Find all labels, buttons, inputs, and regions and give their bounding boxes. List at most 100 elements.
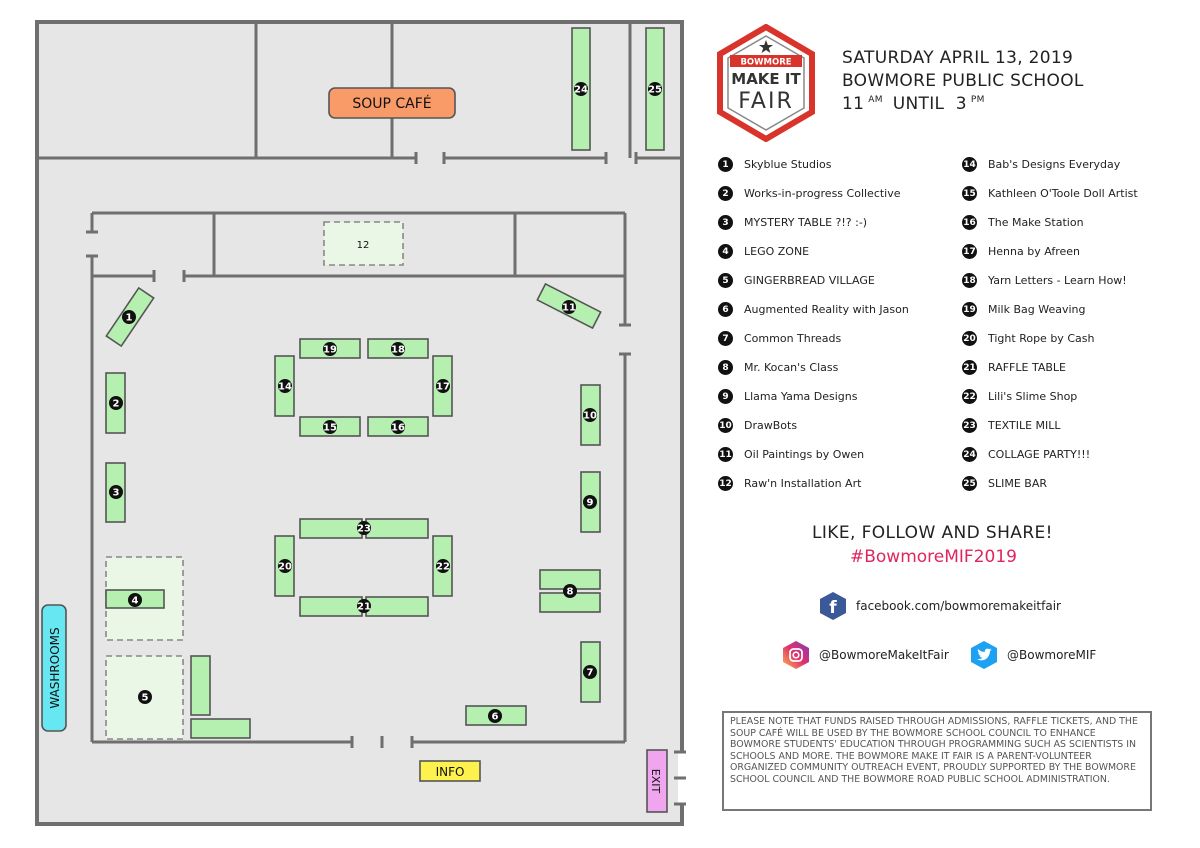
svg-text:14: 14 [278, 382, 292, 393]
badge-24: 24 [574, 82, 588, 96]
legend-name: Yarn Letters - Learn How! [988, 274, 1127, 287]
badge-2: 2 [109, 396, 123, 410]
time-start-suffix: AM [868, 95, 883, 105]
zone-12 [323, 221, 404, 266]
badge-9: 9 [583, 495, 597, 509]
legend-num: 6 [718, 302, 733, 317]
social-heading: LIKE, FOLLOW AND SHARE! [812, 523, 1053, 543]
table-5b[interactable] [190, 718, 251, 739]
logo-mid-text: MAKE IT [731, 70, 801, 88]
legend-item-6: 6 Augmented Reality with Jason [718, 302, 909, 317]
legend-num: 23 [962, 418, 977, 433]
legend-name: Tight Rope by Cash [988, 332, 1095, 345]
legend-num: 21 [962, 360, 977, 375]
legend-num: 1 [718, 157, 733, 172]
table-23b[interactable] [365, 518, 429, 539]
legend-name: Llama Yama Designs [744, 390, 858, 403]
badge-16: 16 [391, 420, 405, 434]
legend-num: 8 [718, 360, 733, 375]
table-5a[interactable] [190, 655, 211, 716]
badge-19: 19 [323, 342, 337, 356]
legend-num: 20 [962, 331, 977, 346]
svg-text:18: 18 [391, 345, 405, 356]
floor-plan: SOUP CAFÉ WASHROOMS INFO EXIT [35, 20, 686, 826]
table-21a[interactable] [299, 596, 363, 617]
legend-name: GINGERBREAD VILLAGE [744, 274, 875, 287]
legend-num: 9 [718, 389, 733, 404]
badge-17: 17 [436, 379, 450, 393]
event-hashtag[interactable]: #BowmoreMIF2019 [850, 547, 1017, 567]
svg-text:f: f [829, 598, 837, 618]
badge-8: 8 [563, 584, 577, 598]
svg-text:10: 10 [583, 411, 597, 422]
legend-name: Oil Paintings by Owen [744, 448, 865, 461]
svg-text:24: 24 [574, 85, 588, 96]
legend-num: 2 [718, 186, 733, 201]
info-label: INFO [436, 765, 465, 779]
legend-num: 16 [962, 215, 977, 230]
svg-text:9: 9 [587, 498, 594, 509]
badge-4: 4 [128, 593, 142, 607]
legend-num: 15 [962, 186, 977, 201]
time-until: UNTIL [892, 94, 945, 114]
badge-11: 11 [562, 300, 576, 314]
svg-text:5: 5 [142, 693, 149, 704]
facebook-icon: f [818, 591, 848, 621]
svg-text:2: 2 [113, 399, 120, 410]
facebook-handle[interactable]: facebook.com/bowmoremakeitfair [856, 599, 1061, 613]
legend-name: Raw'n Installation Art [744, 477, 862, 490]
time-end-suffix: PM [970, 95, 985, 105]
legend-name: SLIME BAR [988, 477, 1048, 490]
make-it-fair-logo: BOWMORE MAKE IT FAIR [717, 24, 815, 142]
legend-name: Kathleen O'Toole Doll Artist [988, 187, 1138, 200]
twitter-handle[interactable]: @BowmoreMIF [1007, 648, 1097, 662]
svg-text:25: 25 [648, 85, 662, 96]
badge-5: 5 [138, 690, 152, 704]
svg-text:3: 3 [113, 488, 120, 499]
svg-text:6: 6 [492, 712, 499, 723]
legend-item-5: 5 GINGERBREAD VILLAGE [718, 273, 875, 288]
legend-name: The Make Station [988, 216, 1084, 229]
legend-name: Works-in-progress Collective [744, 187, 901, 200]
logo-top-text: BOWMORE [740, 58, 791, 68]
legend-name: Lili's Slime Shop [988, 390, 1078, 403]
funds-notice: PLEASE NOTE THAT FUNDS RAISED THROUGH AD… [722, 711, 1152, 811]
svg-text:21: 21 [357, 602, 371, 613]
legend-name: Mr. Kocan's Class [744, 361, 839, 374]
instagram-handle[interactable]: @BowmoreMakeItFair [819, 648, 949, 662]
time-end: 3 [955, 94, 967, 114]
legend-name: Augmented Reality with Jason [744, 303, 909, 316]
facebook-link[interactable]: f facebook.com/bowmoremakeitfair [818, 591, 1061, 621]
legend-name: Henna by Afreen [988, 245, 1081, 258]
legend-num: 5 [718, 273, 733, 288]
legend-item-16: 16 The Make Station [962, 215, 1084, 230]
legend-num: 12 [718, 476, 733, 491]
badge-15: 15 [323, 420, 337, 434]
badge-21: 21 [357, 599, 371, 613]
logo-bottom-text: FAIR [738, 89, 793, 114]
legend-name: Common Threads [744, 332, 842, 345]
svg-text:15: 15 [323, 423, 337, 434]
event-date: SATURDAY APRIL 13, 2019 [842, 48, 1074, 68]
info-desk: INFO [419, 760, 481, 782]
table-21b[interactable] [365, 596, 429, 617]
instagram-link[interactable]: @BowmoreMakeItFair [781, 640, 949, 670]
exit-label: EXIT [649, 769, 662, 794]
svg-text:8: 8 [567, 587, 574, 598]
soup-cafe-label: SOUP CAFÉ [352, 95, 431, 112]
legend-num: 4 [718, 244, 733, 259]
instagram-icon [781, 640, 811, 670]
legend-num: 7 [718, 331, 733, 346]
table-23a[interactable] [299, 518, 363, 539]
twitter-link[interactable]: @BowmoreMIF [969, 640, 1096, 670]
legend-item-8: 8 Mr. Kocan's Class [718, 360, 838, 375]
